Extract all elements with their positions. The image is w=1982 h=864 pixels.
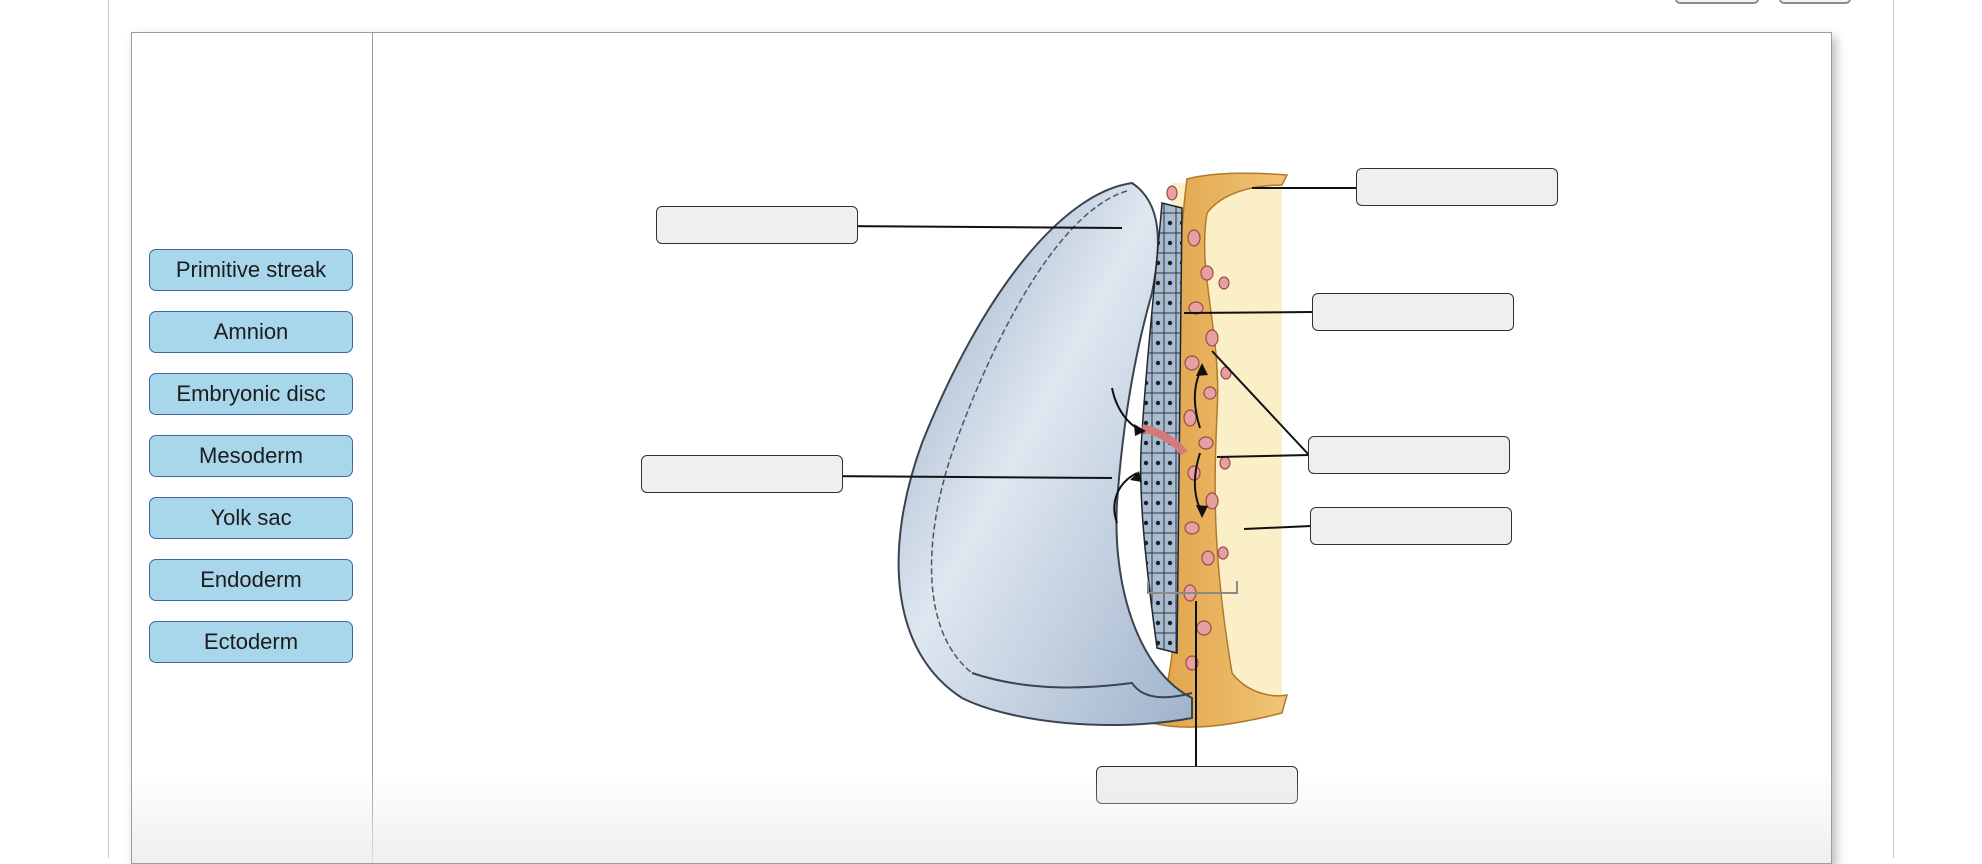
endoderm-bracket	[1147, 581, 1238, 594]
label-bank: Primitive streak Amnion Embryonic disc M…	[149, 249, 353, 683]
leader-lines	[662, 187, 1357, 769]
drop-target-2[interactable]	[1356, 168, 1558, 206]
amnion-floor-fold	[971, 672, 1193, 699]
label-chip-primitive-streak[interactable]: Primitive streak	[149, 249, 353, 291]
primitive-streak-groove	[1140, 424, 1188, 456]
label-chip-mesoderm[interactable]: Mesoderm	[149, 435, 353, 477]
embryo-diagram	[662, 172, 1357, 769]
label-chip-endoderm[interactable]: Endoderm	[149, 559, 353, 601]
arrow-heads	[1130, 363, 1208, 518]
drop-target-3[interactable]	[1312, 293, 1514, 331]
label-chip-amnion[interactable]: Amnion	[149, 311, 353, 353]
top-toolbar-button[interactable]	[1779, 0, 1851, 4]
label-chip-yolk-sac[interactable]: Yolk sac	[149, 497, 353, 539]
labeling-panel: Primitive streak Amnion Embryonic disc M…	[131, 32, 1832, 864]
label-chip-embryonic-disc[interactable]: Embryonic disc	[149, 373, 353, 415]
label-chip-ectoderm[interactable]: Ectoderm	[149, 621, 353, 663]
amnion-dome	[897, 181, 1193, 727]
ectoderm-cell-layer	[1139, 202, 1183, 654]
drop-target-5[interactable]	[1308, 436, 1510, 474]
drop-target-1[interactable]	[656, 206, 858, 244]
drop-target-6[interactable]	[1310, 507, 1512, 545]
top-toolbar-button[interactable]	[1675, 0, 1759, 4]
drop-target-7[interactable]	[1096, 766, 1298, 804]
drop-target-4[interactable]	[641, 455, 843, 493]
panel-divider	[372, 33, 373, 863]
